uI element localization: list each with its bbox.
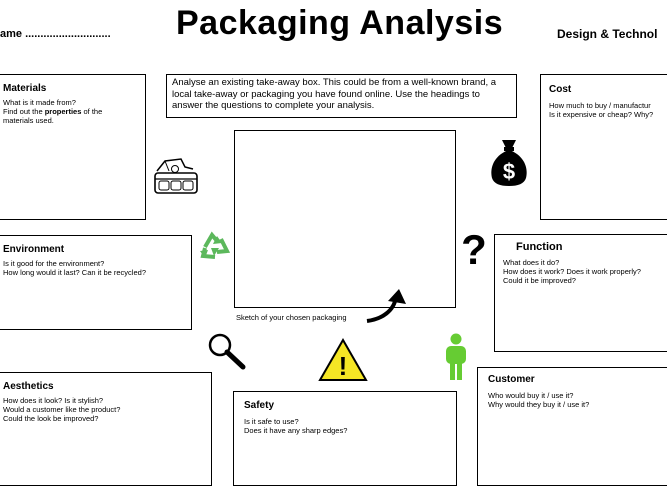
- question-mark-icon: ?: [461, 227, 487, 269]
- materials-heading: Materials: [3, 83, 47, 94]
- warning-symbol: !: [339, 351, 348, 381]
- aesthetics-heading: Aesthetics: [3, 381, 54, 392]
- environment-questions: Is it good for the environment? How long…: [3, 259, 146, 277]
- money-bag-icon: $: [491, 140, 527, 186]
- environment-box[interactable]: Environment Is it good for the environme…: [0, 235, 192, 330]
- function-box[interactable]: Function What does it do? How does it wo…: [494, 234, 667, 352]
- environment-heading: Environment: [3, 244, 65, 255]
- materials-questions: What is it made from? Find out the prope…: [3, 98, 103, 125]
- customer-heading: Customer: [488, 374, 535, 385]
- warning-icon: !: [318, 337, 368, 381]
- aesthetics-questions: How does it look? Is it stylish? Would a…: [3, 396, 121, 423]
- dollar-symbol: $: [503, 159, 515, 184]
- instructions-text: Analyse an existing take-away box. This …: [172, 77, 497, 111]
- function-heading: Function: [516, 241, 563, 253]
- safety-heading: Safety: [244, 400, 275, 411]
- safety-box[interactable]: Safety Is it safe to use? Does it have a…: [233, 391, 457, 486]
- cost-heading: Cost: [549, 84, 572, 95]
- cost-questions: How much to buy / manufactur Is it expen…: [549, 101, 654, 119]
- sketch-caption: Sketch of your chosen packaging: [236, 313, 347, 322]
- curved-arrow-icon: [366, 289, 406, 323]
- cost-box[interactable]: Cost How much to buy / manufactur Is it …: [540, 74, 667, 220]
- magnifying-glass-icon: [208, 333, 246, 370]
- page-title: Packaging Analysis: [176, 4, 504, 42]
- recycle-icon: [200, 231, 231, 259]
- question-symbol: ?: [461, 227, 487, 269]
- materials-box[interactable]: Materials What is it made from? Find out…: [0, 74, 146, 220]
- person-icon: [446, 333, 466, 380]
- takeaway-box-icon: [154, 158, 198, 194]
- name-field-label: ame ............................: [0, 28, 111, 40]
- customer-questions: Who would buy it / use it? Why would the…: [488, 391, 590, 409]
- function-questions: What does it do? How does it work? Does …: [503, 258, 641, 285]
- instructions-box: Analyse an existing take-away box. This …: [166, 74, 517, 118]
- safety-questions: Is it safe to use? Does it have any shar…: [244, 417, 348, 435]
- subject-label: Design & Technol: [557, 27, 658, 41]
- sketch-area[interactable]: [234, 130, 456, 308]
- customer-box[interactable]: Customer Who would buy it / use it? Why …: [477, 367, 667, 486]
- aesthetics-box[interactable]: Aesthetics How does it look? Is it styli…: [0, 372, 212, 486]
